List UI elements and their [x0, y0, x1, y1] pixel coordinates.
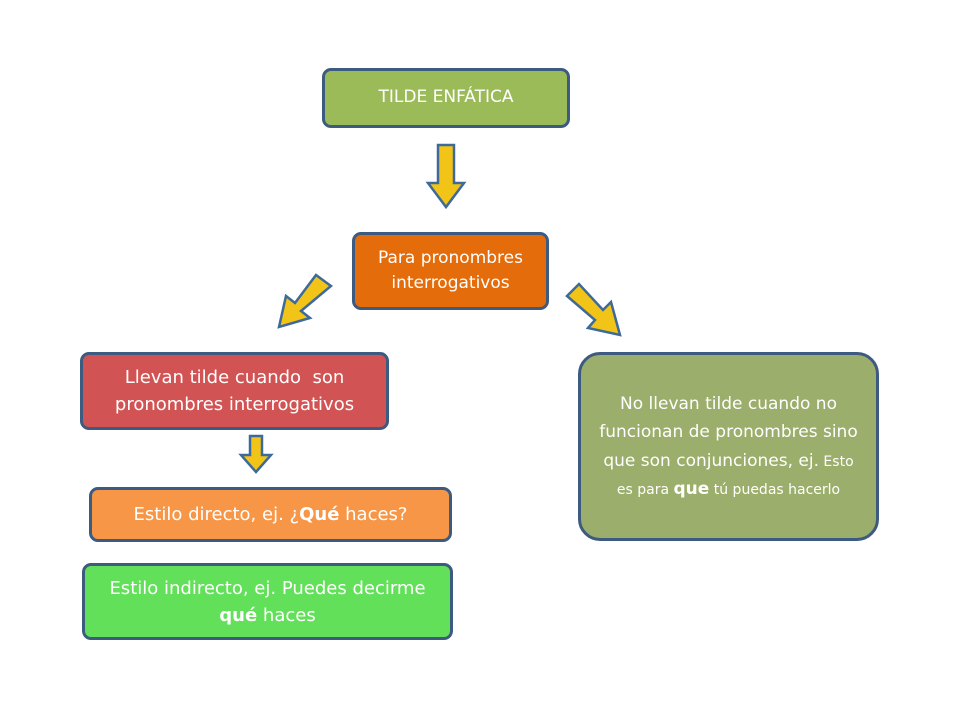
right-branch-example-emphasis: que [673, 478, 710, 499]
subtitle-box: Para pronombres interrogativos [352, 232, 549, 310]
left-branch-box: Llevan tilde cuando son pronombres inter… [80, 352, 389, 430]
subtitle-text: Para pronombres interrogativos [378, 247, 523, 294]
right-branch-main: No llevan tilde cuando no funcionan de p… [599, 394, 858, 471]
direct-example-emphasis: Qué [299, 504, 340, 525]
arrow-to-right-branch [565, 282, 622, 337]
indirect-example-prefix: Estilo indirecto, ej. Puedes decirme [109, 577, 426, 599]
indirect-example-suffix: haces [257, 604, 316, 626]
direct-example-text: Estilo directo, ej. ¿Qué haces? [134, 501, 408, 528]
title-text: TILDE ENFÁTICA [378, 87, 514, 108]
indirect-example-text: Estilo indirecto, ej. Puedes decirme qué… [109, 575, 426, 629]
arrow-down-to-subtitle [425, 143, 467, 210]
direct-example-suffix: haces? [339, 504, 408, 525]
direct-example-box: Estilo directo, ej. ¿Qué haces? [89, 487, 452, 542]
left-branch-text: Llevan tilde cuando son pronombres inter… [114, 367, 355, 415]
title-box: TILDE ENFÁTICA [322, 68, 570, 128]
right-branch-text: No llevan tilde cuando no funcionan de p… [595, 390, 862, 502]
right-branch-example-a: Esto es para [616, 453, 854, 498]
right-branch-example-b: tú puedas hacerlo [709, 481, 841, 498]
indirect-example-emphasis: qué [219, 604, 258, 626]
right-branch-box: No llevan tilde cuando no funcionan de p… [578, 352, 879, 541]
direct-example-prefix: Estilo directo, ej. ¿ [133, 504, 300, 525]
arrow-to-left-branch [277, 273, 334, 329]
arrow-down-to-examples [238, 434, 274, 474]
indirect-example-box: Estilo indirecto, ej. Puedes decirme qué… [82, 563, 453, 640]
